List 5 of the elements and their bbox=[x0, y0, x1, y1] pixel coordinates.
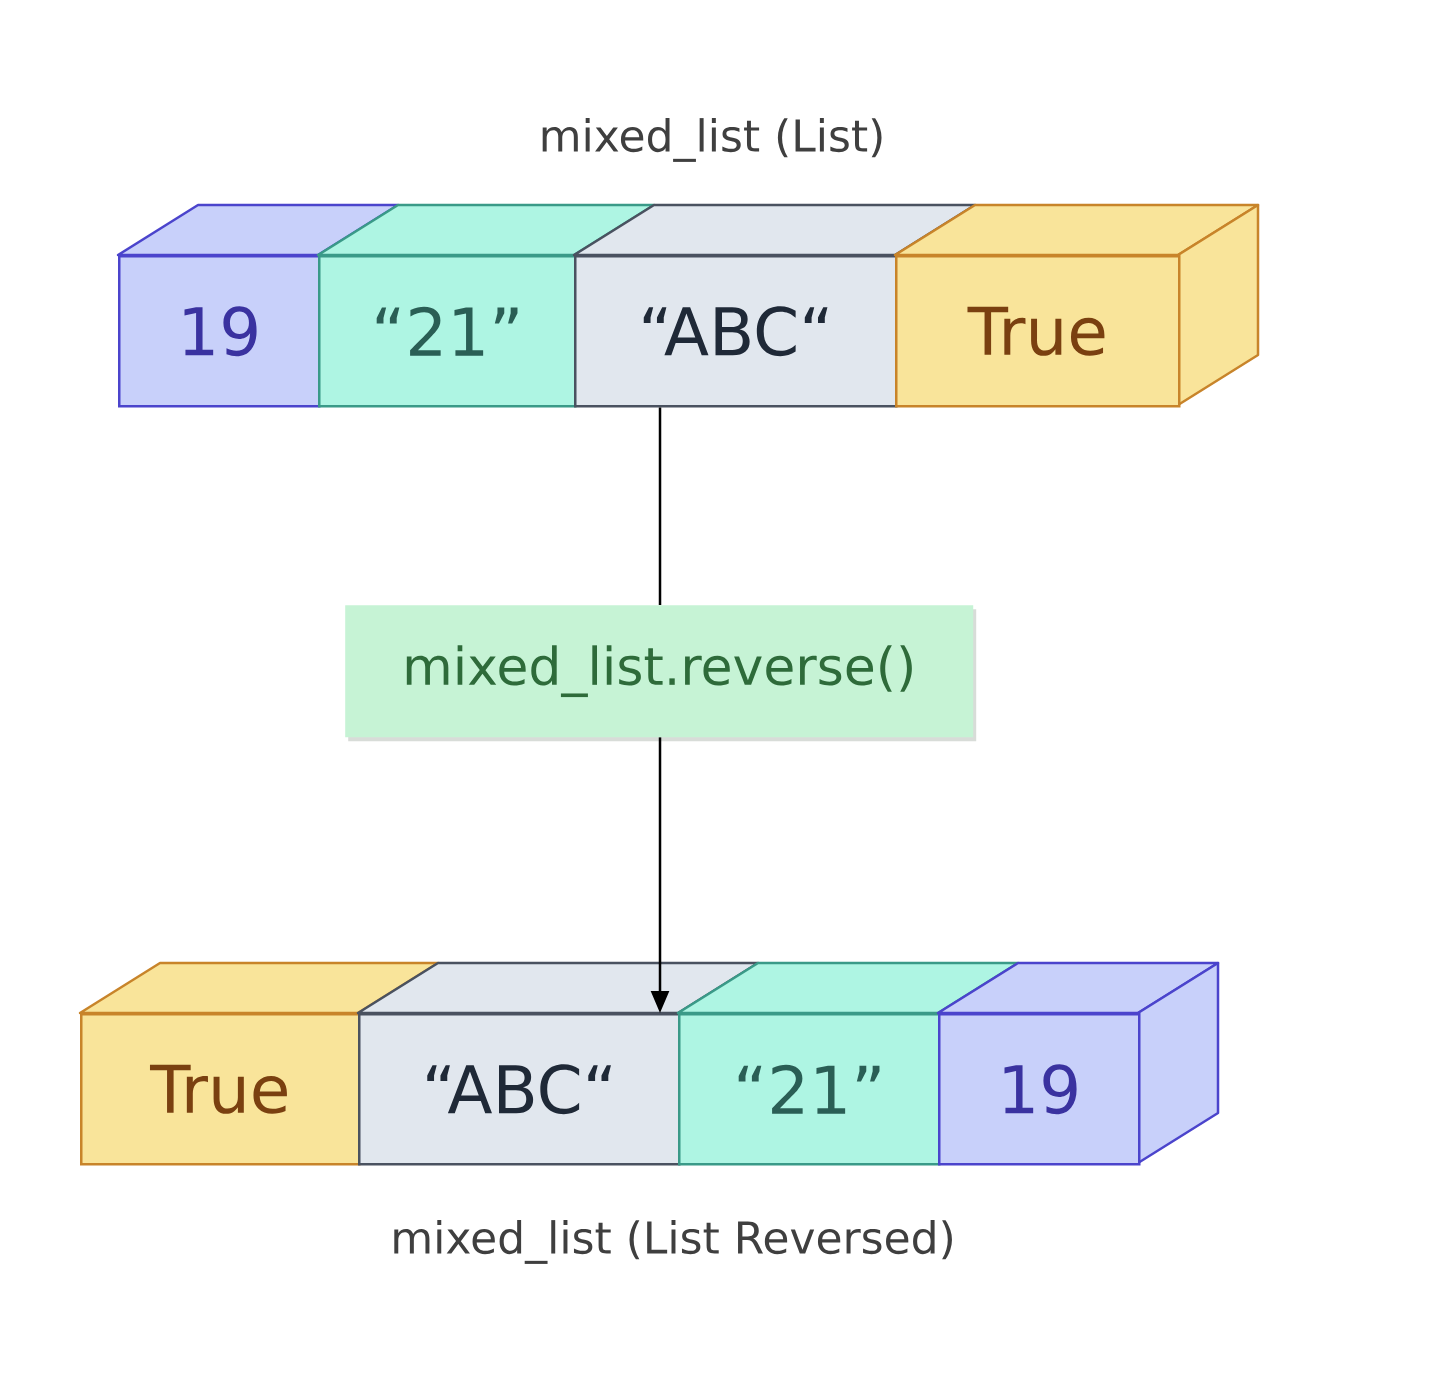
list-title: mixed_list (List) bbox=[542, 118, 882, 162]
cube-cell: True bbox=[893, 203, 1260, 408]
process-box: mixed_list.reverse() bbox=[345, 605, 977, 742]
list-title: mixed_list (List Reversed) bbox=[394, 1220, 952, 1264]
cube-cell: 19 bbox=[936, 961, 1220, 1166]
